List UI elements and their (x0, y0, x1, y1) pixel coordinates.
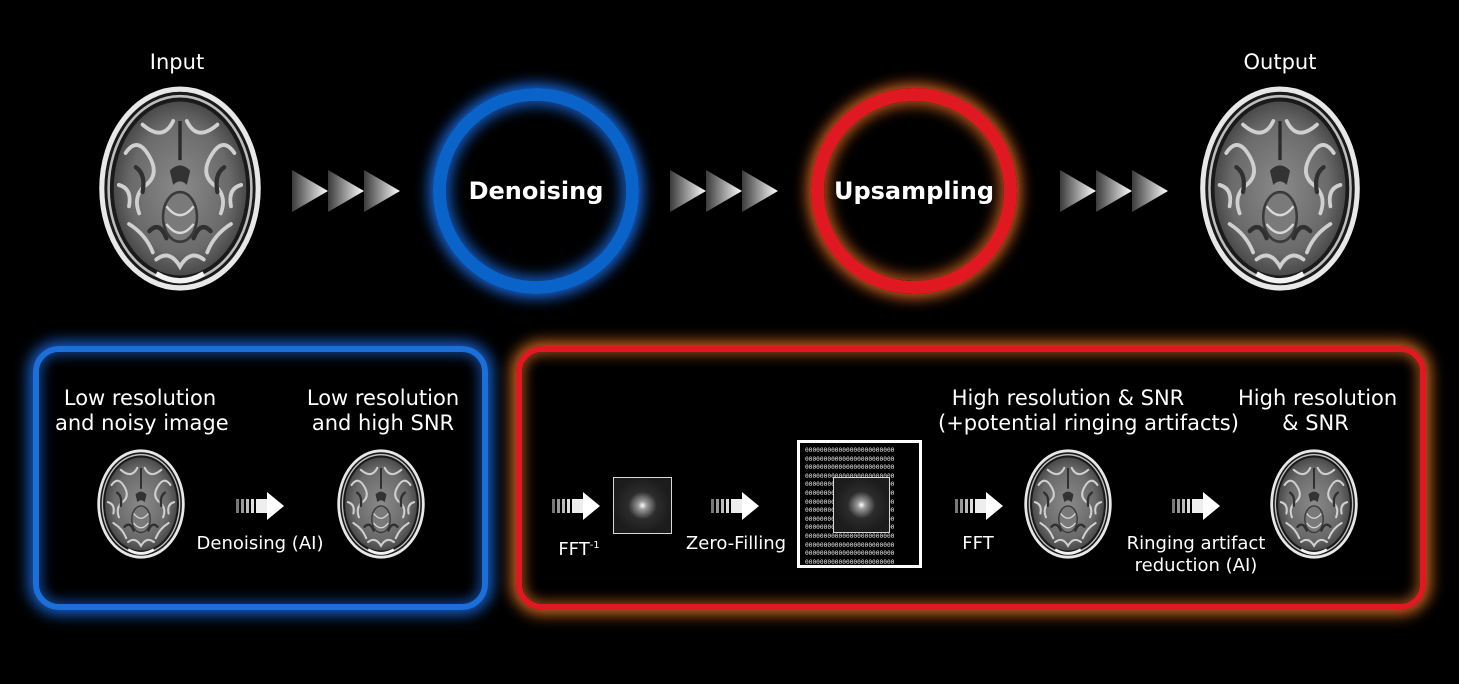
high-res-label: High resolution & SNR (+potential ringin… (938, 386, 1239, 436)
small-arrow-icon (955, 492, 1003, 520)
small-arrow-icon (552, 492, 600, 520)
noisy-brain-image (95, 447, 187, 561)
small-arrow-icon (236, 492, 284, 520)
ringing-brain-image (1022, 447, 1114, 561)
upsampling-ring: Upsampling (811, 88, 1017, 294)
ringing-label-line-2: reduction (AI) (1134, 555, 1258, 576)
ringing-label-line-1: Ringing artifact (1126, 533, 1266, 554)
small-arrow-icon (1172, 492, 1220, 520)
k-space-image (613, 477, 672, 534)
before-label: Low resolution and noisy image (55, 386, 229, 436)
output-label: Output (1243, 50, 1317, 74)
after-label-line-2: and high SNR (311, 411, 455, 435)
fft-label: FFT (962, 533, 994, 554)
denoising-ai-label: Denoising (AI) (196, 533, 324, 554)
k-space-center (833, 477, 890, 533)
before-label-line-1: Low resolution (63, 386, 217, 410)
after-label: Low resolution and high SNR (298, 386, 468, 436)
arrow-icon (1060, 170, 1168, 212)
denoising-label: Denoising (468, 177, 604, 205)
zero-filled-k-space: 000000000000000000000000 000000000000000… (797, 440, 922, 568)
zero-filling-label: Zero-Filling (685, 533, 787, 554)
input-label: Input (149, 50, 205, 74)
upsampling-label: Upsampling (833, 177, 995, 205)
final-label: High resolution & SNR (1238, 386, 1398, 436)
final-label-line-1: High resolution (1238, 386, 1398, 410)
input-brain-image (95, 82, 265, 295)
arrow-icon (292, 170, 400, 212)
before-label-line-2: and noisy image (55, 411, 229, 435)
small-arrow-icon (711, 492, 759, 520)
denoising-ring: Denoising (433, 88, 639, 294)
final-brain-image (1268, 447, 1360, 561)
ringing-reduction-label: Ringing artifact reduction (AI) (1126, 533, 1266, 577)
high-res-label-line-1: High resolution & SNR (951, 386, 1185, 410)
upsampling-panel (516, 346, 1426, 610)
denoising-panel (33, 346, 488, 610)
final-label-line-2: & SNR (1282, 411, 1349, 435)
denoised-brain-image (335, 447, 427, 561)
high-res-label-line-2: (+potential ringing artifacts) (938, 411, 1239, 435)
output-brain-image (1196, 82, 1364, 295)
after-label-line-1: Low resolution (306, 386, 460, 410)
fft-inverse-label: FFT-1 (558, 539, 600, 560)
arrow-icon (670, 170, 778, 212)
